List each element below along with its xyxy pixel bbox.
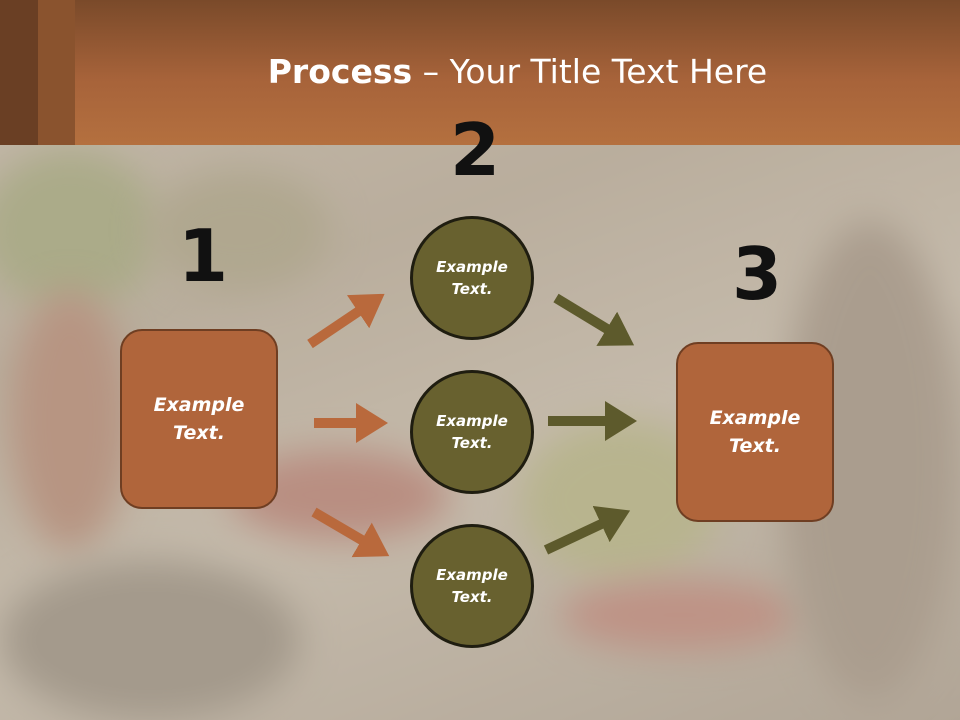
header-accent-strip — [38, 0, 75, 145]
step-3-label: Example Text. — [709, 406, 801, 458]
step-number-1: 1 — [178, 214, 229, 298]
arrow-box1-to-circle-top — [307, 293, 385, 349]
step-1-label: Example Text. — [153, 393, 245, 445]
step-2-circle-top: Example Text. — [410, 216, 534, 340]
step-number-2: 2 — [450, 108, 501, 192]
step-2-circle-middle: Example Text. — [410, 370, 534, 494]
step-2-circle-bottom: Example Text. — [410, 524, 534, 648]
slide-title-rest: – Your Title Text Here — [412, 52, 768, 91]
step-number-3: 3 — [732, 232, 783, 316]
arrow-box1-to-circle-bottom — [311, 507, 390, 558]
circle-middle-label: Example Text. — [436, 411, 508, 453]
step-3-box: Example Text. — [676, 342, 834, 522]
slide-title-bold: Process — [267, 52, 413, 91]
circle-top-label: Example Text. — [436, 257, 508, 299]
slide-title: Process – Your Title Text Here — [75, 52, 960, 91]
arrow-circle-bottom-to-box3 — [543, 505, 631, 555]
header-band: Process – Your Title Text Here — [0, 0, 960, 145]
header-accent-strip — [0, 0, 38, 145]
arrow-circle-top-to-box3 — [553, 293, 635, 346]
circle-bottom-label: Example Text. — [436, 565, 508, 607]
step-1-box: Example Text. — [120, 329, 278, 509]
